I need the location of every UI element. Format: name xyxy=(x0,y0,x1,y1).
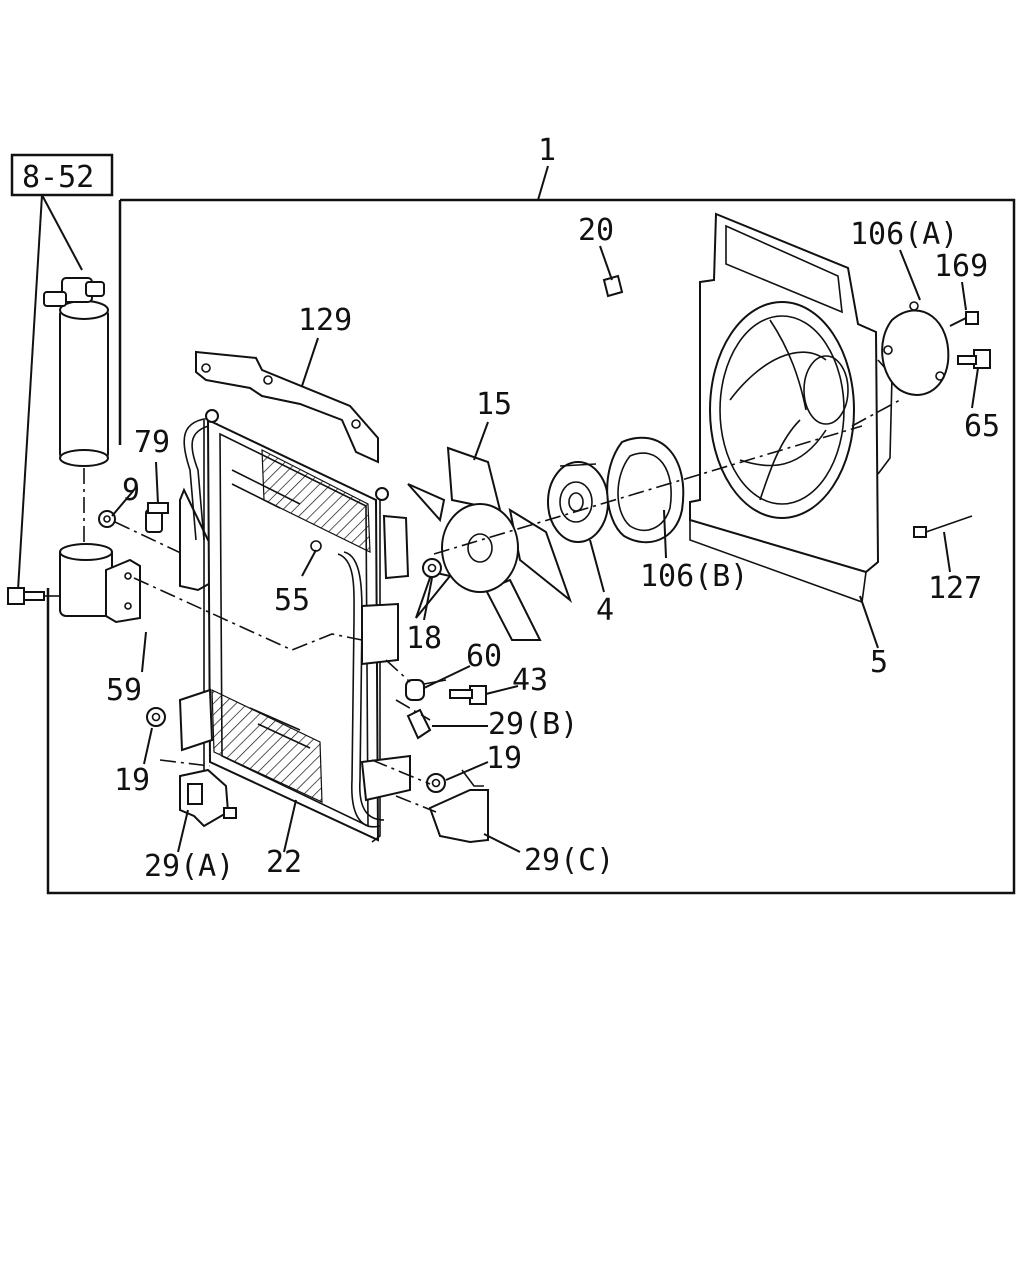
right-bracket-upper xyxy=(382,514,410,580)
callout-129: 129 xyxy=(298,303,352,338)
callout-29b: 29(B) xyxy=(488,707,578,742)
fan-blade-15 xyxy=(407,446,573,641)
drier-bracket-59 xyxy=(59,543,141,624)
nut-19-right xyxy=(426,773,446,793)
bolt-79 xyxy=(145,502,169,533)
nut-9 xyxy=(98,510,116,528)
assembly-frame xyxy=(46,198,1016,895)
bracket-29b xyxy=(406,708,432,740)
callout-127: 127 xyxy=(928,571,982,606)
callout-29c: 29(C) xyxy=(524,843,614,878)
callout-60: 60 xyxy=(466,639,502,674)
nut-18 xyxy=(422,558,442,578)
nut-19-left xyxy=(146,707,166,727)
reference-box-8-52[interactable]: 8-52 xyxy=(10,153,114,197)
bracket-29c xyxy=(428,769,489,844)
drier-bolt xyxy=(7,587,45,605)
callout-1: 1 xyxy=(538,133,556,168)
lower-bracket-29a xyxy=(179,768,237,828)
callout-4: 4 xyxy=(596,593,614,628)
clip-20 xyxy=(602,274,624,298)
right-bracket-mid xyxy=(361,602,399,666)
reference-label: 8-52 xyxy=(22,160,94,195)
callout-5: 5 xyxy=(870,645,888,680)
fan-motor-4 xyxy=(547,461,609,543)
fan-shroud-5 xyxy=(689,212,893,604)
gasket-106a xyxy=(881,301,950,396)
callout-169: 169 xyxy=(934,249,988,284)
gasket-106b xyxy=(606,436,685,544)
bolt-43 xyxy=(449,685,487,705)
bolt-169 xyxy=(949,311,979,327)
upper-bracket-129 xyxy=(195,350,379,464)
receiver-drier xyxy=(43,277,109,467)
callout-65: 65 xyxy=(964,409,1000,444)
callout-22: 22 xyxy=(266,845,302,880)
callout-55: 55 xyxy=(274,583,310,618)
callout-20: 20 xyxy=(578,213,614,248)
condenser-22 xyxy=(203,409,389,843)
callout-79: 79 xyxy=(134,425,170,460)
callout-19-right: 19 xyxy=(486,741,522,776)
callout-29a: 29(A) xyxy=(144,849,234,884)
clip-127 xyxy=(913,515,973,538)
right-bracket-lower xyxy=(360,754,411,802)
callout-15: 15 xyxy=(476,387,512,422)
lower-left-plate xyxy=(178,688,214,752)
callout-19-left: 19 xyxy=(114,763,150,798)
clamp-60 xyxy=(405,679,447,701)
callout-106a: 106(A) xyxy=(850,217,958,252)
callout-18: 18 xyxy=(406,621,442,656)
callout-43: 43 xyxy=(512,663,548,698)
bolt-65 xyxy=(957,349,991,369)
callout-9: 9 xyxy=(122,473,140,508)
callout-59: 59 xyxy=(106,673,142,708)
callout-106b: 106(B) xyxy=(640,559,748,594)
